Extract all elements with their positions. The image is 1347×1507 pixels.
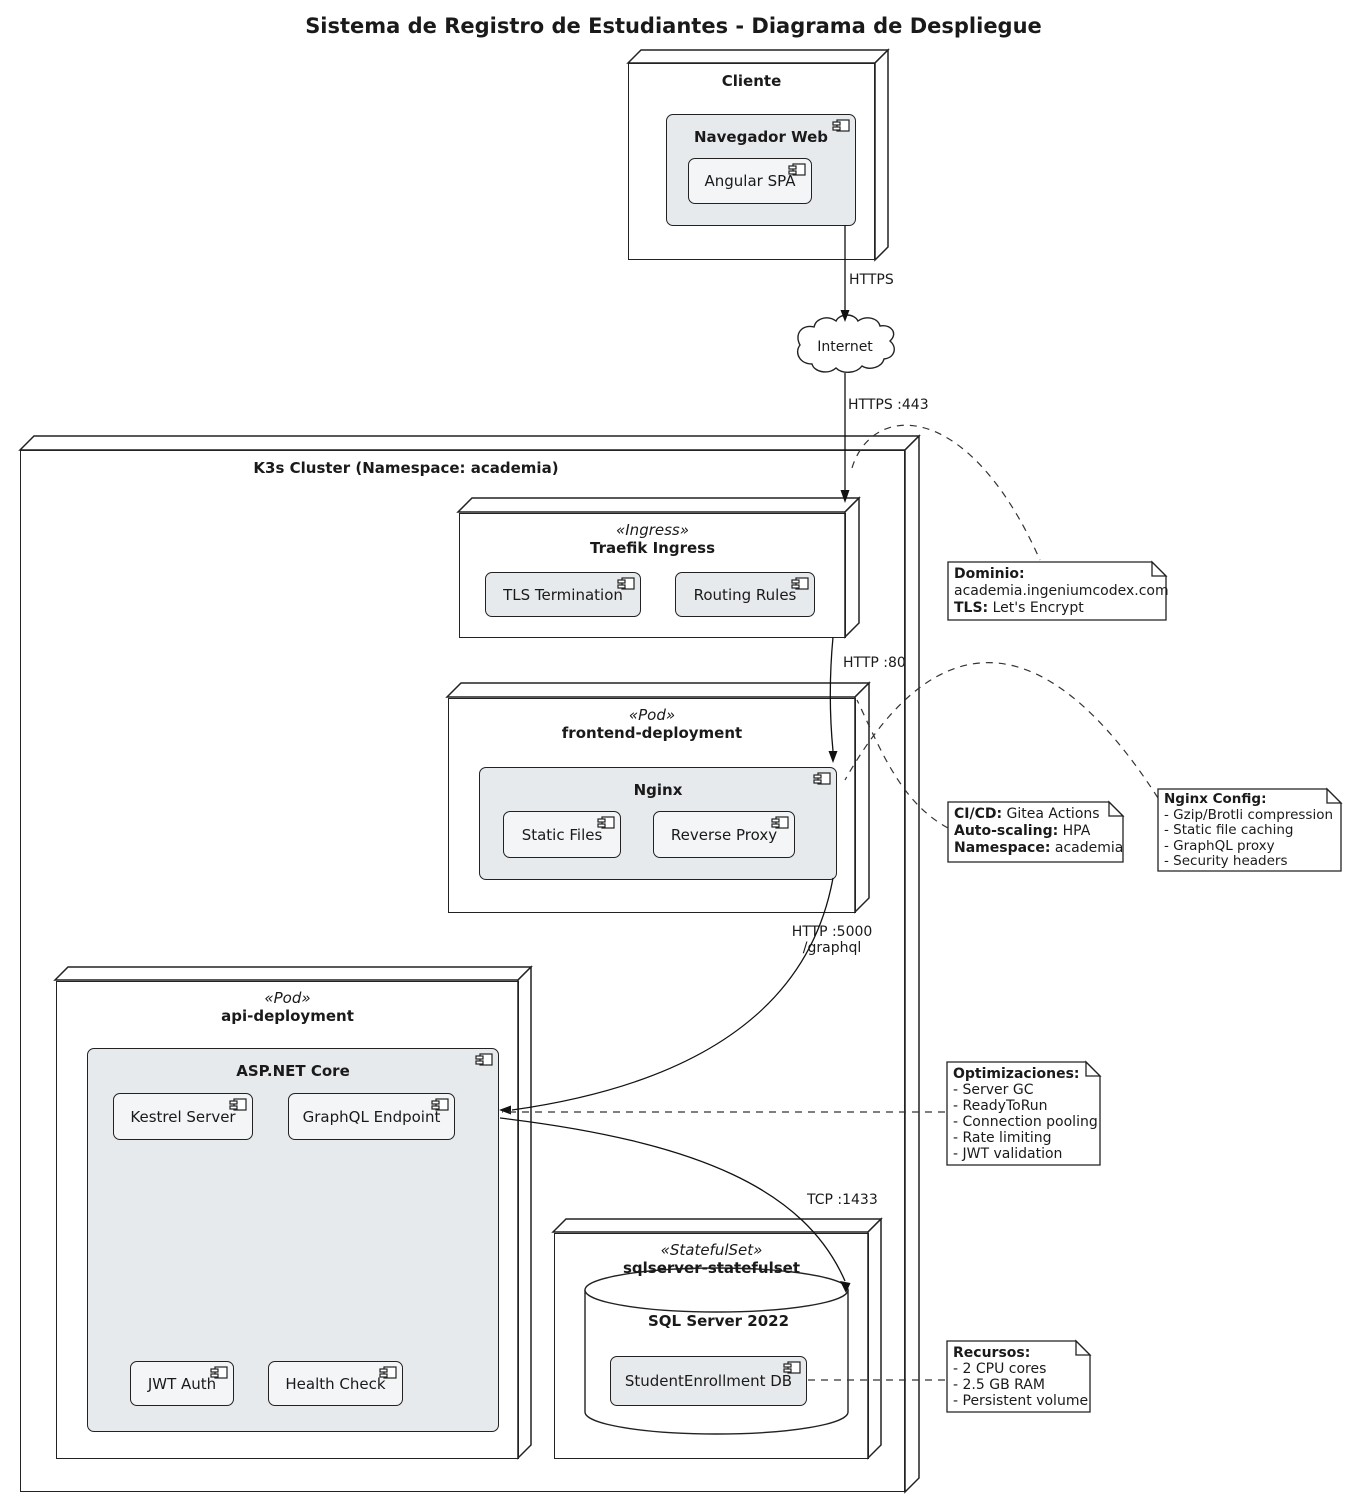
traefik-stereotype: «Ingress» [616, 521, 689, 539]
component-jwt-auth: JWT Auth [130, 1361, 234, 1406]
component-navegador-web: Navegador Web Angular SPA [666, 114, 856, 226]
kestrel-server-label: Kestrel Server [130, 1107, 236, 1126]
edge-label-https: HTTPS [849, 272, 894, 288]
nginx-label: Nginx [633, 781, 683, 799]
component-kestrel-server: Kestrel Server [113, 1093, 253, 1140]
component-icon [597, 816, 615, 829]
component-reverse-proxy: Reverse Proxy [653, 811, 795, 858]
component-static-files: Static Files [503, 811, 621, 858]
component-icon [229, 1098, 247, 1111]
note-cicd: CI/CD: Gitea Actions Auto-scaling: HPA N… [954, 806, 1124, 856]
sqlserver-stereotype: «StatefulSet» [660, 1241, 763, 1259]
node-frontend-deployment: «Pod» frontend-deployment Nginx Static F… [448, 698, 856, 913]
graphql-endpoint-label: GraphQL Endpoint [302, 1107, 441, 1126]
component-icon [813, 772, 831, 785]
internet-cloud-label: Internet [817, 339, 873, 355]
frontend-stereotype: «Pod» [628, 706, 676, 724]
component-icon [210, 1366, 228, 1379]
component-icon [475, 1053, 493, 1066]
node-k3s-cluster: K3s Cluster (Namespace: academia) «Ingre… [20, 450, 905, 1492]
component-icon [379, 1366, 397, 1379]
component-aspnet-core: ASP.NET Core Kestrel Server GraphQL Endp… [87, 1048, 499, 1432]
component-nginx: Nginx Static Files Reverse Proxy [479, 767, 837, 880]
note-recursos: Recursos: - 2 CPU cores - 2.5 GB RAM - P… [953, 1345, 1089, 1409]
component-icon [832, 119, 850, 132]
reverse-proxy-label: Reverse Proxy [670, 825, 778, 844]
jwt-auth-label: JWT Auth [147, 1374, 217, 1393]
node-cliente-label: Cliente [721, 72, 782, 90]
node-k3s-cluster-label: K3s Cluster (Namespace: academia) [253, 459, 559, 477]
aspnet-core-label: ASP.NET Core [236, 1062, 350, 1080]
tls-termination-label: TLS Termination [503, 585, 623, 604]
static-files-label: Static Files [521, 825, 603, 844]
node-sqlserver-statefulset: «StatefulSet» sqlserver-statefulset SQL … [554, 1233, 869, 1459]
navegador-web-label: Navegador Web [693, 128, 829, 146]
traefik-label: Traefik Ingress [589, 539, 716, 557]
component-tls-termination: TLS Termination [485, 572, 641, 617]
component-angular-spa: Angular SPA [688, 158, 812, 204]
component-icon [783, 1361, 801, 1374]
sqlserver-label: sqlserver-statefulset [622, 1259, 801, 1277]
component-icon [771, 816, 789, 829]
node-traefik-ingress: «Ingress» Traefik Ingress TLS Terminatio… [459, 513, 846, 638]
angular-spa-label: Angular SPA [704, 172, 796, 190]
component-icon [431, 1098, 449, 1111]
routing-rules-label: Routing Rules [693, 585, 797, 604]
diagram-title: Sistema de Registro de Estudiantes - Dia… [305, 14, 1042, 38]
node-cliente: Cliente Navegador Web Angular SPA [628, 63, 875, 260]
note-nginx-config: Nginx Config: - Gzip/Brotli compression … [1164, 791, 1334, 869]
component-icon [788, 163, 806, 176]
component-health-check: Health Check [268, 1361, 403, 1406]
note-optimizaciones: Optimizaciones: - Server GC - ReadyToRun… [953, 1066, 1098, 1162]
node-api-deployment: «Pod» api-deployment ASP.NET Core Kestre… [56, 981, 519, 1459]
api-stereotype: «Pod» [264, 989, 311, 1007]
api-label: api-deployment [221, 1007, 354, 1025]
component-icon [791, 577, 809, 590]
component-student-enrollment-db: StudentEnrollment DB [610, 1356, 807, 1406]
student-enrollment-db-label: StudentEnrollment DB [624, 1372, 793, 1390]
health-check-label: Health Check [285, 1374, 386, 1393]
frontend-label: frontend-deployment [561, 724, 743, 742]
sql-server-2022-label: SQL Server 2022 [647, 1312, 790, 1330]
note-dominio: Dominio: academia.ingeniumcodex.com TLS:… [954, 566, 1169, 616]
component-graphql-endpoint: GraphQL Endpoint [288, 1093, 455, 1140]
component-icon [617, 577, 635, 590]
edge-label-https-443: HTTPS :443 [848, 397, 929, 413]
component-routing-rules: Routing Rules [675, 572, 815, 617]
